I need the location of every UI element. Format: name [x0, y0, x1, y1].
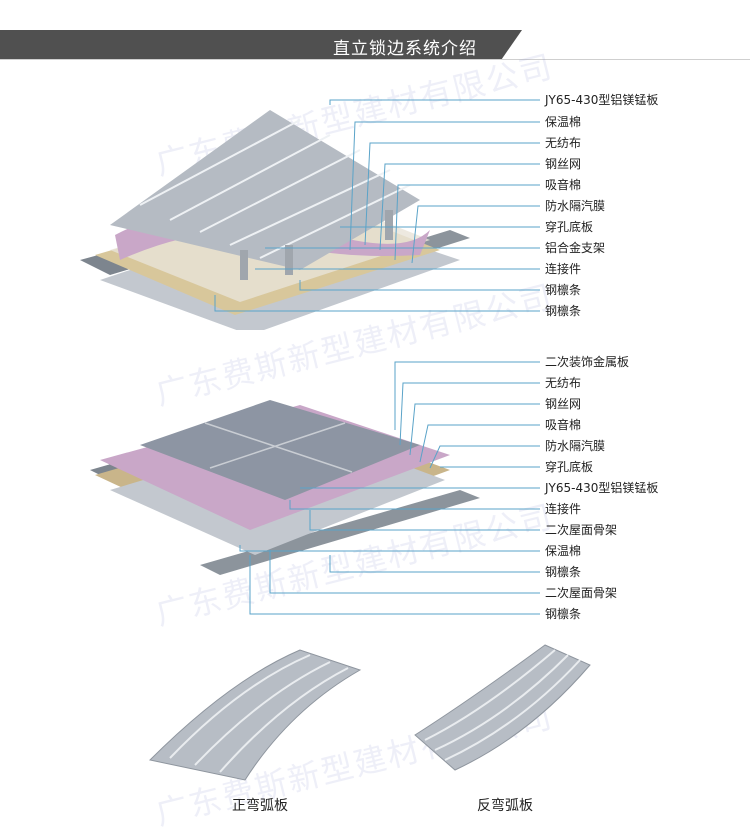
label-s1-4: 吸音棉 — [545, 178, 582, 192]
label-s1-6: 穿孔底板 — [545, 220, 594, 234]
positive-bend-panel — [148, 649, 362, 781]
label-s2-4: 防水隔汽膜 — [545, 439, 606, 453]
label-s2-5: 穿孔底板 — [545, 460, 594, 474]
label-s2-7: 连接件 — [545, 502, 582, 516]
label-s2-8: 二次屋面骨架 — [545, 523, 618, 537]
label-s2-0: 二次装饰金属板 — [545, 355, 630, 369]
label-s2-11: 二次屋面骨架 — [545, 586, 618, 600]
label-s2-10: 钢檩条 — [545, 565, 582, 579]
panel-seams — [204, 422, 353, 473]
curved-panels — [148, 644, 591, 781]
secondary-roof-diagram: 二次装饰金属板 无纺布 钢丝网 吸音棉 防水隔汽膜 穿孔底板 JY65-430型… — [0, 350, 750, 630]
panel-ribs — [139, 119, 411, 259]
label-s2-6: JY65-430型铝镁锰板 — [545, 481, 659, 495]
label-s1-5: 防水隔汽膜 — [545, 199, 606, 213]
standing-seam-illustration — [80, 99, 540, 335]
label-s2-12: 钢檩条 — [545, 607, 582, 621]
label-s2-3: 吸音棉 — [545, 418, 582, 432]
leader-lines-2 — [239, 361, 540, 615]
page-title: 直立锁边系统介绍 — [333, 39, 477, 59]
reverse-bend-caption: 反弯弧板 — [477, 798, 533, 814]
label-s2-1: 无纺布 — [545, 376, 582, 390]
label-s1-0: JY65-430型铝镁锰板 — [545, 93, 659, 107]
label-s1-3: 钢丝网 — [545, 157, 582, 171]
label-s1-7: 铝合金支架 — [545, 241, 606, 255]
secondary-roof-illustration — [90, 361, 540, 615]
positive-bend-caption: 正弯弧板 — [232, 798, 288, 814]
banner-divider — [0, 59, 750, 60]
label-s1-1: 保温棉 — [545, 115, 582, 129]
section-banner: 直立锁边系统介绍 — [0, 30, 750, 60]
label-s2-2: 钢丝网 — [545, 397, 582, 411]
label-s1-8: 连接件 — [545, 262, 582, 276]
roof-panel — [110, 110, 420, 270]
reverse-bend-panel — [414, 644, 591, 771]
banner-background — [0, 30, 522, 60]
standing-seam-diagram: JY65-430型铝镁锰板 保温棉 无纺布 钢丝网 吸音棉 防水隔汽膜 穿孔底板… — [0, 80, 750, 335]
label-s1-10: 钢檩条 — [545, 304, 582, 318]
label-s1-2: 无纺布 — [545, 136, 582, 150]
leader-lines — [214, 99, 540, 312]
label-s1-9: 钢檩条 — [545, 283, 582, 297]
aluminum-brackets — [240, 210, 393, 280]
label-s2-9: 保温棉 — [545, 544, 582, 558]
